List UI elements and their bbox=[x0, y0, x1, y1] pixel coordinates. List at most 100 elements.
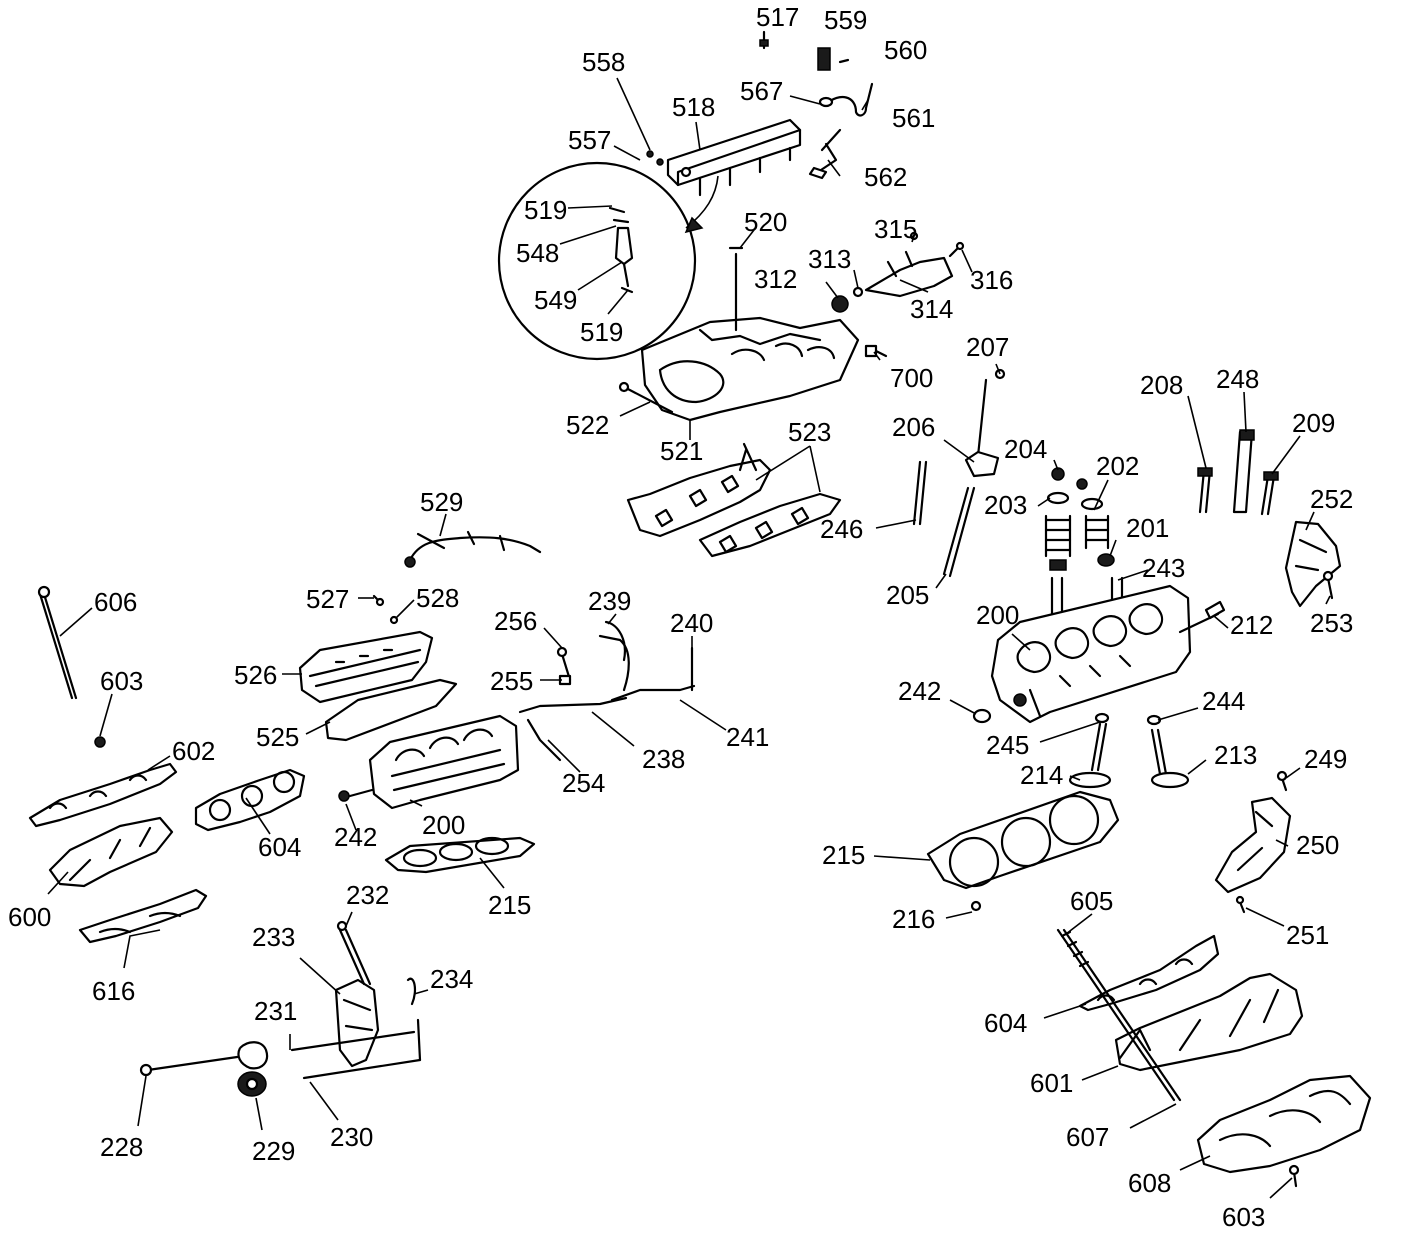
label-557: 557 bbox=[568, 125, 611, 155]
label-215-right: 215 bbox=[822, 840, 865, 870]
label-215-left: 215 bbox=[488, 890, 531, 920]
label-232: 232 bbox=[346, 880, 389, 910]
throttle-hardware bbox=[831, 231, 965, 313]
label-518: 518 bbox=[672, 92, 715, 122]
label-230: 230 bbox=[330, 1122, 373, 1152]
valve-springs bbox=[1044, 467, 1124, 622]
label-240: 240 bbox=[670, 608, 713, 638]
label-250: 250 bbox=[1296, 830, 1339, 860]
label-233: 233 bbox=[252, 922, 295, 952]
label-245: 245 bbox=[986, 730, 1029, 760]
label-316: 316 bbox=[970, 265, 1013, 295]
exhaust-manifold-right bbox=[1056, 928, 1304, 1102]
label-525: 525 bbox=[256, 722, 299, 752]
label-601: 601 bbox=[1030, 1068, 1073, 1098]
label-207: 207 bbox=[966, 332, 1009, 362]
intake-manifold bbox=[618, 246, 888, 422]
label-604-left: 604 bbox=[258, 832, 301, 862]
label-243: 243 bbox=[1142, 553, 1185, 583]
label-608: 608 bbox=[1128, 1168, 1171, 1198]
leader-lines bbox=[47, 77, 1331, 1199]
part-number-labels: 517 559 560 558 567 518 561 557 562 519 … bbox=[8, 2, 1353, 1232]
label-212: 212 bbox=[1230, 610, 1273, 640]
cylinder-head-left bbox=[338, 714, 536, 874]
label-558: 558 bbox=[582, 47, 625, 77]
front-timing-parts bbox=[139, 920, 422, 1097]
label-209: 209 bbox=[1292, 408, 1335, 438]
label-206: 206 bbox=[892, 412, 935, 442]
label-605: 605 bbox=[1070, 886, 1113, 916]
label-229: 229 bbox=[252, 1136, 295, 1166]
label-522: 522 bbox=[566, 410, 609, 440]
label-254: 254 bbox=[562, 768, 605, 798]
label-314: 314 bbox=[910, 294, 953, 324]
valve-cover-left bbox=[298, 630, 458, 742]
label-521: 521 bbox=[660, 436, 703, 466]
label-200-left: 200 bbox=[422, 810, 465, 840]
dipstick-tube bbox=[37, 585, 106, 748]
heat-shield-right bbox=[1196, 1074, 1372, 1188]
fuel-rail bbox=[666, 118, 802, 197]
label-213: 213 bbox=[1214, 740, 1257, 770]
label-528: 528 bbox=[416, 583, 459, 613]
label-548: 548 bbox=[516, 238, 559, 268]
label-239: 239 bbox=[588, 586, 631, 616]
intake-gaskets bbox=[626, 442, 842, 558]
label-559: 559 bbox=[824, 5, 867, 35]
label-312: 312 bbox=[754, 264, 797, 294]
label-231: 231 bbox=[254, 996, 297, 1026]
label-603-right: 603 bbox=[1222, 1202, 1265, 1232]
label-246: 246 bbox=[820, 514, 863, 544]
label-520: 520 bbox=[744, 207, 787, 237]
label-315: 315 bbox=[874, 214, 917, 244]
label-700: 700 bbox=[890, 363, 933, 393]
label-208: 208 bbox=[1140, 370, 1183, 400]
label-241: 241 bbox=[726, 722, 769, 752]
label-214: 214 bbox=[1020, 760, 1063, 790]
label-255: 255 bbox=[490, 666, 533, 696]
label-253: 253 bbox=[1310, 608, 1353, 638]
label-526: 526 bbox=[234, 660, 277, 690]
label-244: 244 bbox=[1202, 686, 1245, 716]
label-204: 204 bbox=[1004, 434, 1047, 464]
label-205: 205 bbox=[886, 580, 929, 610]
label-519-upper: 519 bbox=[524, 195, 567, 225]
label-602: 602 bbox=[172, 736, 215, 766]
coolant-pipes bbox=[518, 620, 696, 762]
label-256: 256 bbox=[494, 606, 537, 636]
label-529: 529 bbox=[420, 487, 463, 517]
label-561: 561 bbox=[892, 103, 935, 133]
label-202: 202 bbox=[1096, 451, 1139, 481]
label-519-lower: 519 bbox=[580, 317, 623, 347]
label-549: 549 bbox=[534, 285, 577, 315]
label-603-left: 603 bbox=[100, 666, 143, 696]
label-234: 234 bbox=[430, 964, 473, 994]
bracket-right bbox=[1284, 520, 1342, 608]
label-527: 527 bbox=[306, 584, 349, 614]
label-228: 228 bbox=[100, 1132, 143, 1162]
label-238: 238 bbox=[642, 744, 685, 774]
label-606: 606 bbox=[94, 587, 137, 617]
label-604-right: 604 bbox=[984, 1008, 1027, 1038]
label-242-left: 242 bbox=[334, 822, 377, 852]
label-600: 600 bbox=[8, 902, 51, 932]
label-313: 313 bbox=[808, 244, 851, 274]
label-200-right: 200 bbox=[976, 600, 1019, 630]
label-203: 203 bbox=[984, 490, 1027, 520]
label-567: 567 bbox=[740, 76, 783, 106]
fuel-fittings bbox=[646, 30, 874, 180]
label-201: 201 bbox=[1126, 513, 1169, 543]
label-616: 616 bbox=[92, 976, 135, 1006]
label-251: 251 bbox=[1286, 920, 1329, 950]
valve-train-rocker bbox=[912, 368, 1006, 578]
label-517: 517 bbox=[756, 2, 799, 32]
label-248: 248 bbox=[1216, 364, 1259, 394]
label-523: 523 bbox=[788, 417, 831, 447]
label-560: 560 bbox=[884, 35, 927, 65]
label-216: 216 bbox=[892, 904, 935, 934]
label-607: 607 bbox=[1066, 1122, 1109, 1152]
heat-shield-left bbox=[78, 888, 208, 944]
cylinder-head-right bbox=[990, 584, 1226, 724]
label-249: 249 bbox=[1304, 744, 1347, 774]
